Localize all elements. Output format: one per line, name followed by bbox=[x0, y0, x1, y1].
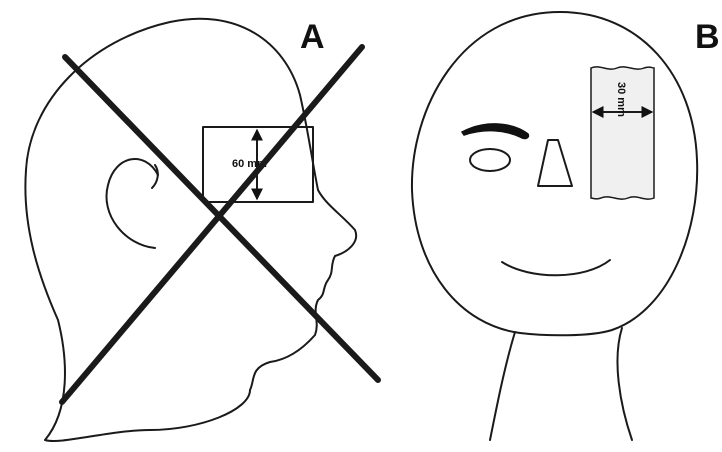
nose-outline bbox=[538, 140, 572, 186]
panel-b-label: B bbox=[695, 18, 720, 56]
head-profile-outline bbox=[25, 19, 356, 441]
neck-left bbox=[490, 332, 515, 440]
mouth bbox=[502, 260, 610, 275]
ear-outline bbox=[106, 159, 158, 248]
measurement-label-b: 30 mm bbox=[615, 82, 627, 117]
eyebrow bbox=[462, 124, 528, 139]
eye-outline bbox=[470, 149, 510, 171]
panel-a-label: A bbox=[300, 18, 325, 56]
neck-right bbox=[617, 328, 632, 440]
panel-a: A 60 mm bbox=[25, 18, 378, 441]
panel-b: B 30 mm bbox=[412, 12, 720, 440]
